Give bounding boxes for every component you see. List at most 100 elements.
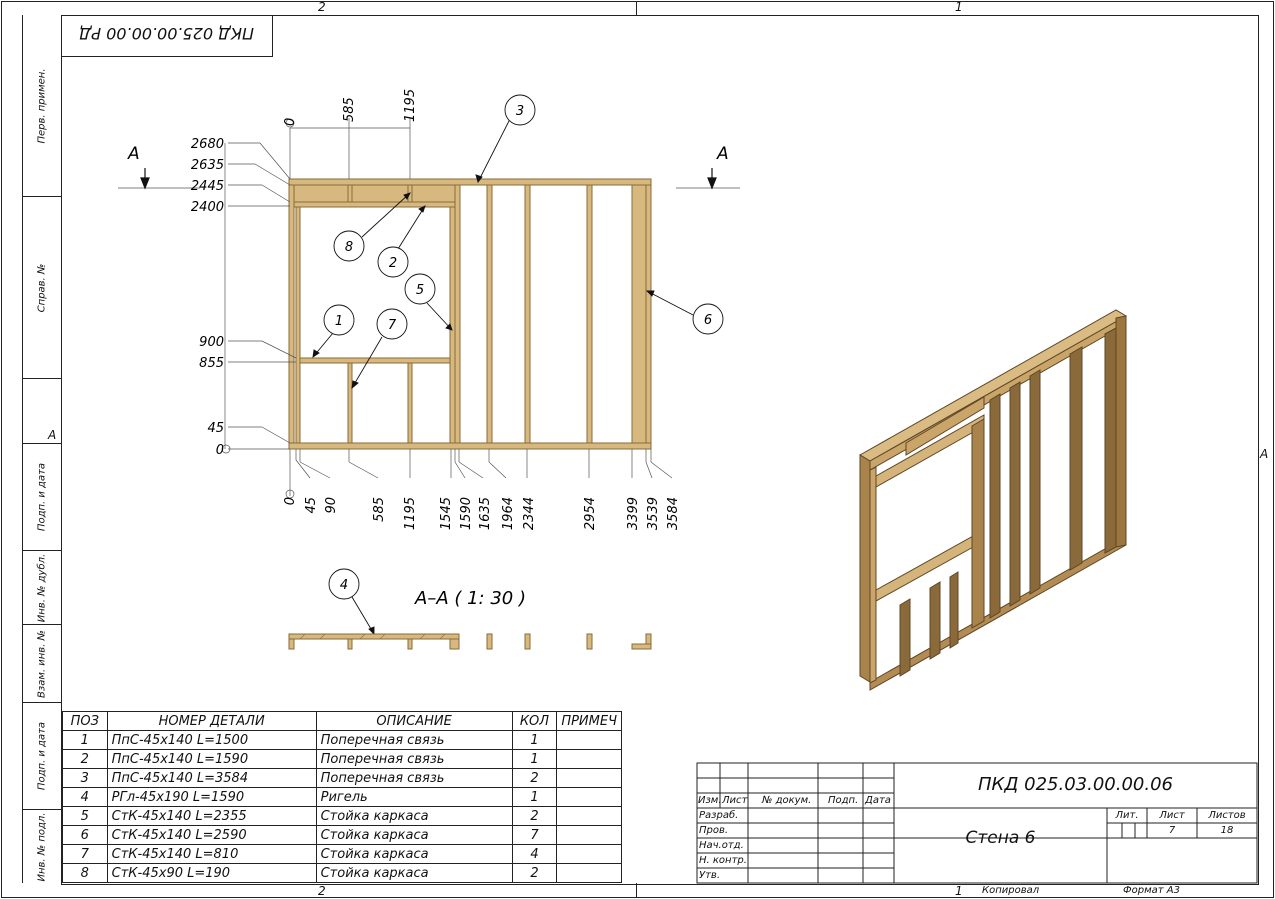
table-row: 5 СтК-45х140 L=2355 Стойка каркаса 2 [62, 806, 622, 826]
zone-label-bottom-left: 2 [318, 884, 326, 898]
tb-col-data: Дата [865, 795, 891, 806]
side-cell-perv-primen: Перв. примен. [22, 15, 62, 197]
tb-sheets-label: Листов [1208, 810, 1246, 821]
zone-label-side-left: A [48, 428, 57, 442]
callout-3: 3 [516, 104, 524, 119]
dim-bottom-0: 0 [283, 497, 298, 505]
dim-bottom-1195: 1195 [403, 497, 418, 530]
zone-label-bottom-right: 1 [955, 884, 963, 898]
section-view [288, 633, 652, 650]
tb-col-podp: Подп. [828, 795, 859, 806]
section-title: A–A ( 1: 30 ) [414, 588, 526, 609]
callout-4: 4 [340, 578, 348, 593]
rotated-doc-code-box: ПКД 025.00.00.00 РД [61, 15, 273, 57]
dim-bottom-1545: 1545 [439, 497, 454, 530]
dim-bottom-45: 45 [304, 497, 319, 514]
side-strip [22, 15, 63, 883]
cell-desc: Поперечная связь [315, 749, 513, 769]
dim-v-0: 0 [216, 443, 224, 458]
tb-copied: Копировал [982, 885, 1040, 896]
tb-role-nachotd: Нач.отд. [699, 840, 744, 851]
table-row: 3 ПпС-45х140 L=3584 Поперечная связь 2 [62, 768, 622, 788]
zone-label-top-right: 1 [955, 0, 963, 14]
table-row: 7 СтК-45х140 L=810 Стойка каркаса 4 [62, 844, 622, 864]
callout-7: 7 [388, 318, 397, 333]
tb-sheet-label: Лист [1159, 810, 1185, 821]
callout-6: 6 [704, 313, 712, 328]
dim-v-2445: 2445 [191, 179, 224, 194]
cell-part: СтК-45х140 L=2590 [106, 825, 317, 845]
dim-top-0: 0 [283, 118, 298, 126]
zone-divider-top [636, 1, 637, 15]
zone-label-top-left: 2 [318, 0, 326, 14]
dim-bottom-2954: 2954 [583, 497, 598, 530]
cell-part: РГл-45х190 L=1590 [106, 787, 317, 807]
tb-role-utv: Утв. [699, 870, 720, 881]
drawing-title: Стена 6 [965, 828, 1036, 848]
dim-v-2680: 2680 [191, 137, 224, 152]
dim-bottom-1635: 1635 [478, 497, 493, 530]
dim-bottom-3584: 3584 [666, 497, 681, 530]
table-row: 1 ПпС-45х140 L=1500 Поперечная связь 1 [62, 730, 622, 750]
cell-desc: Стойка каркаса [315, 863, 513, 883]
inner-frame [61, 15, 1259, 885]
dim-bottom-1590: 1590 [459, 497, 474, 530]
side-cell-vzam-inv: Взам. инв. № [22, 625, 62, 703]
side-cell-inv-dubl: Инв. № дубл. [22, 551, 62, 625]
side-cell-empty [22, 379, 62, 444]
isometric-view [859, 309, 1127, 691]
cell-part: СтК-45х90 L=190 [106, 863, 317, 883]
side-cell-podp-data-2: Подп. и дата [22, 703, 62, 810]
callout-8: 8 [345, 240, 353, 255]
dim-bottom-3399: 3399 [626, 497, 641, 530]
tb-col-izm: Изм. [698, 795, 722, 806]
zone-divider-bottom [636, 883, 637, 897]
doc-code: ПКД 025.03.00.00.06 [978, 774, 1173, 795]
dim-bottom-2344: 2344 [522, 497, 537, 530]
dim-v-2635: 2635 [191, 158, 224, 173]
side-cell-podp-data-1: Подп. и дата [22, 444, 62, 551]
table-row: 4 РГл-45х190 L=1590 Ригель 1 [62, 787, 622, 807]
section-marker-left: A [127, 144, 140, 164]
cell-part: ПпС-45х140 L=1590 [106, 749, 317, 769]
callout-1: 1 [335, 314, 343, 329]
table-row: 2 ПпС-45х140 L=1590 Поперечная связь 1 [62, 749, 622, 769]
tb-sheets-value: 18 [1220, 825, 1234, 836]
dim-v-45: 45 [207, 421, 224, 436]
table-row: 8 СтК-45х90 L=190 Стойка каркаса 2 [62, 863, 622, 883]
dim-v-900: 900 [199, 335, 224, 350]
dim-top-585: 585 [342, 97, 357, 122]
tb-col-list: Лист [722, 795, 748, 806]
tb-sheet-value: 7 [1168, 825, 1176, 836]
dim-bottom-585: 585 [372, 497, 387, 522]
dim-v-855: 855 [199, 356, 224, 371]
callout-5: 5 [416, 283, 424, 298]
dim-v-2400: 2400 [191, 200, 224, 215]
side-cell-sprav-no: Справ. № [22, 197, 62, 379]
cell-qty: 2 [511, 863, 558, 883]
tb-lit-label: Лит. [1115, 810, 1139, 821]
cell-desc: Поперечная связь [315, 730, 513, 750]
dim-bottom-90: 90 [324, 497, 339, 514]
dim-bottom-3539: 3539 [646, 497, 661, 530]
tb-role-nkontr: Н. контр. [699, 855, 747, 866]
dim-bottom-1964: 1964 [501, 497, 516, 530]
spec-table: ПОЗ НОМЕР ДЕТАЛИ ОПИСАНИЕ КОЛ ПРИМЕЧ 1 П… [62, 711, 622, 883]
dim-top-1195: 1195 [403, 89, 418, 122]
cell-part: ПпС-45х140 L=3584 [106, 768, 317, 788]
zone-label-side-right: A [1260, 447, 1269, 461]
tb-role-prov: Пров. [699, 825, 729, 836]
spec-header-row: ПОЗ НОМЕР ДЕТАЛИ ОПИСАНИЕ КОЛ ПРИМЕЧ [62, 711, 622, 731]
callout-2: 2 [389, 256, 397, 271]
spec-header-note: ПРИМЕЧ [556, 711, 622, 731]
cell-note [556, 863, 622, 883]
tb-format: Формат А3 [1123, 885, 1180, 896]
tb-role-razrab: Разраб. [699, 810, 739, 821]
section-marker-right: A [716, 144, 729, 164]
tb-col-docnum: № докум. [762, 795, 812, 806]
elevation-view [288, 178, 652, 450]
cell-desc: Поперечная связь [315, 768, 513, 788]
